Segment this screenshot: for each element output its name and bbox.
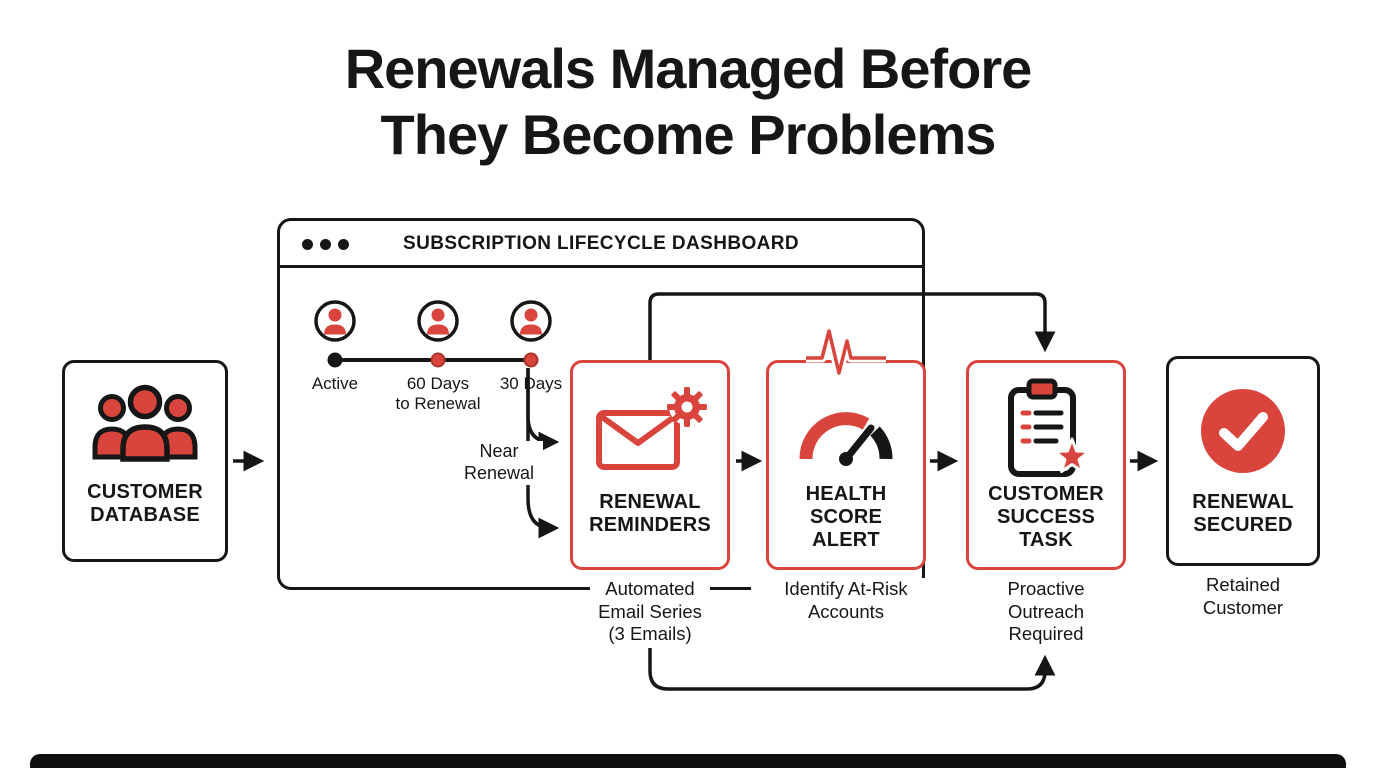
timeline-dot-active — [327, 352, 343, 368]
check-circle-icon — [1201, 389, 1285, 473]
near-renewal-label: Near Renewal — [455, 441, 543, 485]
user-avatar-icon — [314, 300, 356, 342]
node-subtitle-renewal-reminders: Automated Email Series (3 Emails) — [590, 578, 710, 646]
node-health-score-alert: HEALTH SCORE ALERT — [766, 360, 926, 570]
window-dot-icon — [302, 239, 313, 250]
clipboard-star-icon — [1008, 378, 1091, 477]
timeline-stage-label: 60 Days to Renewal — [395, 374, 481, 414]
arrow-bottom-loop-reminders-to-success — [648, 648, 1056, 691]
timeline-dot-30days — [523, 352, 539, 368]
dashboard-title: SUBSCRIPTION LIFECYCLE DASHBOARD — [403, 233, 799, 254]
health-gauge-icon — [799, 412, 893, 466]
window-dots-icon — [302, 239, 349, 250]
dashboard-window-header: SUBSCRIPTION LIFECYCLE DASHBOARD — [280, 221, 922, 268]
node-label: CUSTOMER DATABASE — [87, 481, 203, 526]
node-label: HEALTH SCORE ALERT — [805, 483, 887, 551]
node-subtitle-renewal-secured: Retained Customer — [1188, 574, 1298, 620]
page-title: Renewals Managed Before They Become Prob… — [0, 36, 1376, 167]
timeline-dot-60days — [430, 352, 446, 368]
user-avatar-icon — [510, 300, 552, 342]
page-title-line1: Renewals Managed Before — [344, 37, 1033, 100]
node-label: RENEWAL SECURED — [1192, 491, 1294, 536]
window-dot-icon — [338, 239, 349, 250]
timeline-stage-label: Active — [311, 374, 359, 393]
node-renewal-secured: RENEWAL SECURED — [1166, 356, 1320, 566]
node-renewal-reminders: RENEWAL REMINDERS — [570, 360, 730, 570]
user-avatar-icon — [417, 300, 459, 342]
node-subtitle-customer-success-task: Proactive Outreach Required — [986, 578, 1106, 646]
window-dot-icon — [320, 239, 331, 250]
node-customer-database: CUSTOMER DATABASE — [62, 360, 228, 562]
node-label: RENEWAL REMINDERS — [589, 491, 711, 536]
node-label: CUSTOMER SUCCESS TASK — [988, 483, 1104, 551]
page-title-line2: They Become Problems — [380, 102, 997, 166]
customer-group-icon — [92, 384, 198, 462]
node-subtitle-health-score-alert: Identify At-Risk Accounts — [751, 578, 941, 624]
node-customer-success-task: CUSTOMER SUCCESS TASK — [966, 360, 1126, 570]
bottom-bar — [30, 754, 1346, 768]
email-gear-icon — [596, 387, 707, 470]
